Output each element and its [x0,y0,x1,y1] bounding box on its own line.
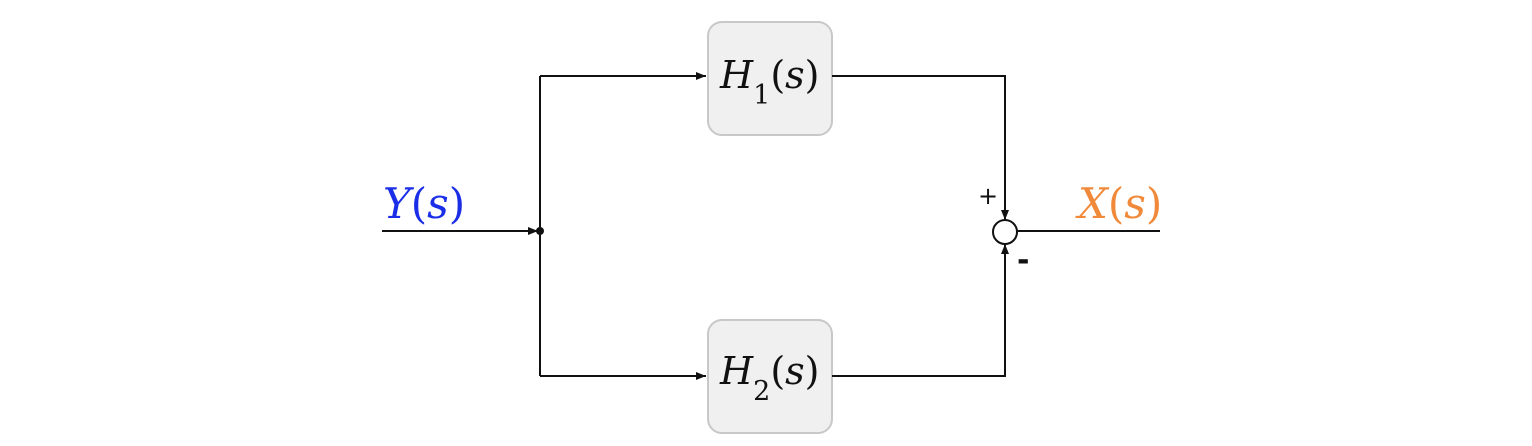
h2-open-paren: ( [770,349,785,393]
input-close-paren: ) [449,179,465,228]
h2-symbol: H [719,349,754,393]
input-symbol: Y [383,179,415,228]
block-h1-label: H1(s) [719,53,820,111]
output-symbol: X [1075,179,1110,228]
output-close-paren: ) [1146,179,1162,228]
output-variable: s [1124,179,1146,228]
block-h1 [707,21,833,136]
block-h2-label: H2(s) [719,349,820,407]
input-open-paren: ( [411,179,427,228]
h2-variable: s [785,349,805,393]
h1-close-paren: ) [805,53,820,97]
h2-subscript: 2 [753,376,770,407]
h2-close-paren: ) [805,349,820,393]
minus-sign: - [1017,243,1029,278]
input-variable: s [427,179,449,228]
output-open-paren: ( [1108,179,1124,228]
h1-output-line [832,75,1009,220]
output-label: X(s) [1075,179,1162,228]
input-label: Y(s) [383,179,465,228]
h1-subscript: 1 [753,80,770,111]
h1-variable: s [785,53,805,97]
h1-open-paren: ( [770,53,785,97]
plus-sign: + [978,182,998,210]
summing-junction [992,219,1018,245]
h2-output-line [832,244,1009,377]
h1-symbol: H [719,53,754,97]
